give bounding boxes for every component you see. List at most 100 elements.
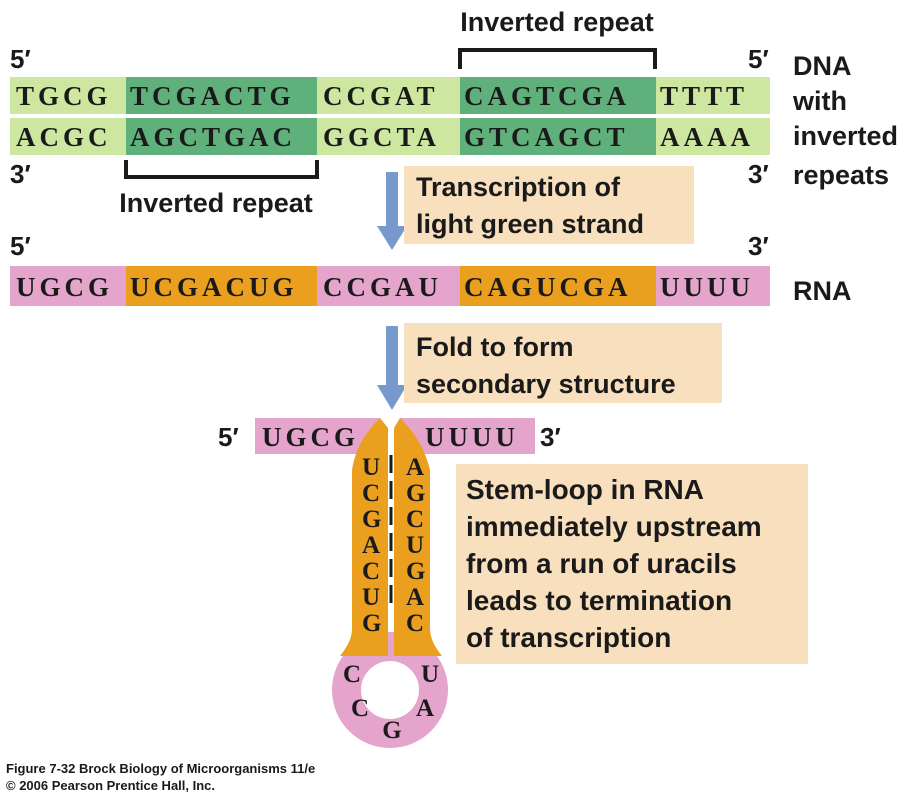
dna-label-line-1: DNA — [793, 51, 852, 81]
stem-right-base: U — [406, 532, 424, 559]
stem-right-base: A — [406, 454, 424, 481]
dna-label-line-3: inverted — [793, 121, 898, 151]
stem-right-base: G — [406, 480, 425, 507]
dna-bottom-seq-2: AGCTGAC — [130, 122, 296, 152]
loop-ring — [332, 632, 448, 748]
stem-left-base: G — [362, 506, 381, 533]
dna-duplex: TGCG TCGACTG CCGAT CAGTCGA TTTT ACGC AGC… — [10, 7, 898, 218]
rna-seq-2: UCGACUG — [130, 272, 298, 302]
fold-line-1: Fold to form — [416, 332, 573, 362]
termination-note-box — [456, 464, 808, 664]
stem-left-base: U — [362, 584, 380, 611]
stemloop-left-tail: UGCG — [262, 422, 359, 452]
stem-right-base: C — [406, 610, 424, 637]
svg-text:ACGC AGCTGAC GGCTA: ACGC AGCTGAC GGCTA GTCAGCT AAAA — [16, 122, 754, 152]
inverted-repeat-label-top: Inverted repeat — [460, 7, 654, 37]
stem-right-base: C — [406, 506, 424, 533]
dna-top-seq-4: CAGTCGA — [464, 81, 629, 111]
svg-text:TGCG TCGACTG CCGAT: TGCG TCGACTG CCGAT CAGTCGA TTTT — [16, 81, 748, 111]
transcription-line-1: Transcription of — [416, 172, 621, 202]
dna-top-seq-3: CCGAT — [323, 81, 438, 111]
dna-top-seq-2: TCGACTG — [130, 81, 295, 111]
rna-seg-5 — [656, 266, 770, 306]
termination-line-5: of transcription — [466, 622, 671, 653]
termination-line-4: leads to termination — [466, 585, 732, 616]
stemloop-right-tail: UUUU — [425, 422, 519, 452]
stemloop-3prime: 3′ — [540, 422, 561, 452]
rna-seq-5: UUUU — [660, 272, 754, 302]
dna-bottom-strand-2 — [126, 118, 317, 155]
stem-right-base: G — [406, 558, 425, 585]
copyright: © 2006 Pearson Prentice Hall, Inc. — [6, 778, 215, 793]
dna-top-strand-5 — [656, 77, 770, 114]
svg-text:UGCG UCGACUG CCGAU: UGCG UCGACUG CCGAU CAGUCGA UUUU — [16, 272, 754, 302]
rna-3prime: 3′ — [748, 231, 769, 261]
rna-seq-4: CAGUCGA — [464, 272, 630, 302]
dna-top-seq-5: TTTT — [660, 81, 748, 111]
stem-left-base: G — [362, 610, 381, 637]
dna-bottom-3prime-right: 3′ — [748, 159, 769, 189]
fold-note-box — [404, 323, 722, 403]
transcription-note-box — [404, 166, 694, 244]
dna-label-line-2: with — [792, 86, 847, 116]
stem-left-base: A — [362, 532, 380, 559]
down-arrow-icon — [377, 172, 407, 250]
dna-top-5prime-right: 5′ — [748, 44, 769, 74]
fold-step: Fold to form secondary structure — [377, 323, 722, 410]
termination-line-2: immediately upstream — [466, 511, 762, 542]
dna-bottom-strand-1 — [10, 118, 126, 155]
rna-strand: UGCG UCGACUG CCGAU CAGUCGA UUUU 5′ 3′ RN… — [10, 231, 852, 306]
termination-note: Stem-loop in RNA immediately upstream fr… — [456, 464, 808, 664]
dna-top-strand-2 — [126, 77, 317, 114]
rna-seg-1 — [10, 266, 126, 306]
rna-seg-2 — [126, 266, 317, 306]
dna-bottom-seq-4: GTCAGCT — [464, 122, 628, 152]
inverted-repeat-bracket-top — [458, 48, 657, 69]
inverted-repeat-label-bottom: Inverted repeat — [119, 188, 313, 218]
rna-5prime: 5′ — [10, 231, 31, 261]
dna-bottom-strand-4 — [460, 118, 656, 155]
dna-top-seq-1: TGCG — [16, 81, 112, 111]
inverted-repeat-bracket-bottom — [124, 160, 319, 179]
loop-base: C — [351, 695, 369, 722]
dna-top-strand-4 — [460, 77, 656, 114]
loop-base: C — [343, 661, 361, 688]
rna-seg-4 — [460, 266, 656, 306]
loop-base: G — [382, 717, 401, 744]
down-arrow-icon — [377, 326, 407, 410]
stem-left-base: C — [362, 480, 380, 507]
loop-bases: CCGAU — [343, 661, 439, 744]
dna-bottom-3prime-left: 3′ — [10, 159, 31, 189]
dna-bottom-strand-3 — [317, 118, 460, 155]
stemloop-5prime: 5′ — [218, 422, 239, 452]
stem-right-base: A — [406, 584, 424, 611]
transcription-line-2: light green strand — [416, 209, 644, 239]
stem-left — [340, 418, 388, 656]
dna-top-strand-1 — [10, 77, 126, 114]
stem-tail-right — [400, 418, 535, 454]
stem-left-base: C — [362, 558, 380, 585]
stem-left-base: U — [362, 454, 380, 481]
dna-bottom-seq-5: AAAA — [660, 122, 754, 152]
termination-line-1: Stem-loop in RNA — [466, 474, 704, 505]
dna-label: DNA with inverted repeats — [792, 51, 898, 190]
dna-top-strand-3 — [317, 77, 460, 114]
stem-right — [394, 418, 442, 656]
fold-line-2: secondary structure — [416, 369, 676, 399]
dna-bottom-strand-5 — [656, 118, 770, 155]
dna-label-line-4: repeats — [793, 160, 889, 190]
rna-label: RNA — [793, 276, 852, 306]
dna-bottom-seq-1: ACGC — [16, 122, 112, 152]
dna-top-5prime-left: 5′ — [10, 44, 31, 74]
rna-seq-3: CCGAU — [323, 272, 442, 302]
loop-base: A — [416, 695, 434, 722]
loop-base: U — [421, 661, 439, 688]
termination-line-3: from a run of uracils — [466, 548, 737, 579]
transcription-step: Transcription of light green strand — [377, 166, 694, 250]
dna-bottom-seq-3: GGCTA — [323, 122, 439, 152]
rna-seg-3 — [317, 266, 460, 306]
figure-caption: Figure 7-32 Brock Biology of Microorgani… — [6, 761, 315, 776]
